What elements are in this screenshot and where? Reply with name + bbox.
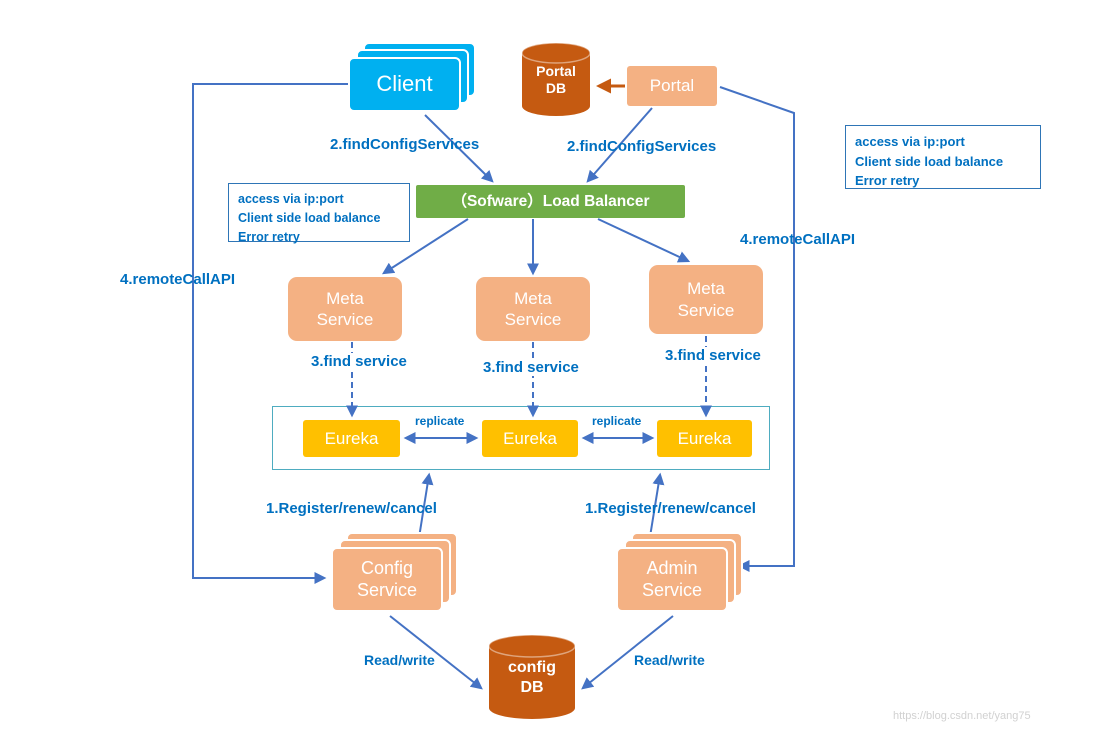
label-register-renew-cancel-right: 1.Register/renew/cancel xyxy=(585,500,756,517)
note-left-line3: Error retry xyxy=(238,229,300,244)
eureka-label: Eureka xyxy=(503,428,557,448)
client-card-front: Client xyxy=(348,57,461,112)
label-find-service-middle: 3.find service xyxy=(480,359,582,376)
label-find-config-services-right: 2.findConfigServices xyxy=(567,138,717,155)
eureka-node-right: Eureka xyxy=(657,420,752,457)
meta-service-node-right: Meta Service xyxy=(649,265,763,334)
label-find-service-left: 3.find service xyxy=(308,353,410,370)
config-db-label-line2: DB xyxy=(520,679,544,696)
admin-service-label-line2: Service xyxy=(641,579,703,600)
note-left-line1: access via ip:port xyxy=(238,192,344,206)
note-right-line2: Client side load balance xyxy=(855,153,1004,169)
label-read-write-right: Read/write xyxy=(634,652,705,668)
client-label: Client xyxy=(376,71,433,97)
label-find-config-services-left: 2.findConfigServices xyxy=(330,136,480,153)
label-remote-call-api-right: 4.remoteCallAPI xyxy=(740,231,856,248)
eureka-node-middle: Eureka xyxy=(482,420,578,457)
admin-service-label-line1: Admin xyxy=(646,557,698,578)
label-remote-call-api-left: 4.remoteCallAPI xyxy=(120,271,236,288)
arrow-lb-to-meta-right xyxy=(597,218,691,263)
arrow-adminservice-to-eureka xyxy=(648,472,665,544)
eureka-label: Eureka xyxy=(677,428,732,448)
meta-service-label-line2: Service xyxy=(316,310,374,329)
meta-service-label-line2: Service xyxy=(504,310,562,329)
label-read-write-left: Read/write xyxy=(364,652,435,668)
label-register-renew-cancel-left: 1.Register/renew/cancel xyxy=(266,500,437,517)
arrow-adminservice-to-configdb xyxy=(581,615,674,690)
label-find-service-right: 3.find service xyxy=(662,347,764,364)
eureka-label: Eureka xyxy=(324,428,379,448)
label-replicate-right: replicate xyxy=(590,414,644,428)
load-balancer-label: （Sofware）Load Balancer xyxy=(451,192,650,210)
arrow-lb-to-meta-left xyxy=(381,218,469,275)
note-box-left: access via ip:port Client side load bala… xyxy=(228,183,410,244)
admin-service-card-front: Admin Service xyxy=(616,547,728,612)
portal-node: Portal xyxy=(627,66,717,106)
config-service-label-line2: Service xyxy=(356,579,418,600)
portal-db-cylinder-shape xyxy=(521,42,591,116)
arrow-portal-remotecall-to-adminservice xyxy=(719,86,795,572)
note-right-line3: Error retry xyxy=(855,173,920,188)
portal-label: Portal xyxy=(649,76,695,96)
watermark: https://blog.csdn.net/yang75 xyxy=(893,710,1031,722)
meta-service-label-line2: Service xyxy=(677,300,735,320)
meta-service-node-left: Meta Service xyxy=(288,277,402,341)
config-db-cylinder-shape xyxy=(488,634,576,719)
portal-db-node: Portal DB xyxy=(520,42,592,118)
arrow-portal-to-loadbalancer xyxy=(586,107,653,183)
portal-db-label-line2: DB xyxy=(545,80,567,96)
meta-service-label-line1: Meta xyxy=(687,279,725,299)
meta-service-node-middle: Meta Service xyxy=(476,277,590,341)
arrow-client-remotecall-to-configservice xyxy=(192,83,348,584)
config-service-card-front: Config Service xyxy=(331,547,443,612)
arrow-configservice-to-configdb xyxy=(389,615,483,690)
config-service-node: Config Service xyxy=(331,532,458,612)
config-service-label-line1: Config xyxy=(360,557,414,578)
client-node: Client xyxy=(348,42,476,112)
admin-service-node: Admin Service xyxy=(616,532,743,612)
note-right-line1: access via ip:port xyxy=(855,134,965,149)
meta-service-label-line1: Meta xyxy=(514,288,552,308)
label-replicate-left: replicate xyxy=(413,414,467,428)
portal-db-label-line1: Portal xyxy=(536,62,576,79)
config-db-node: config DB xyxy=(487,634,577,722)
eureka-node-left: Eureka xyxy=(303,420,400,457)
note-box-right: access via ip:port Client side load bala… xyxy=(845,125,1041,189)
note-left-line2: Client side load balance xyxy=(238,210,381,225)
arrow-client-to-loadbalancer xyxy=(424,114,494,183)
meta-service-label-line1: Meta xyxy=(326,288,364,308)
load-balancer-node: （Sofware）Load Balancer xyxy=(416,185,685,218)
config-db-label-line1: config xyxy=(508,659,556,676)
